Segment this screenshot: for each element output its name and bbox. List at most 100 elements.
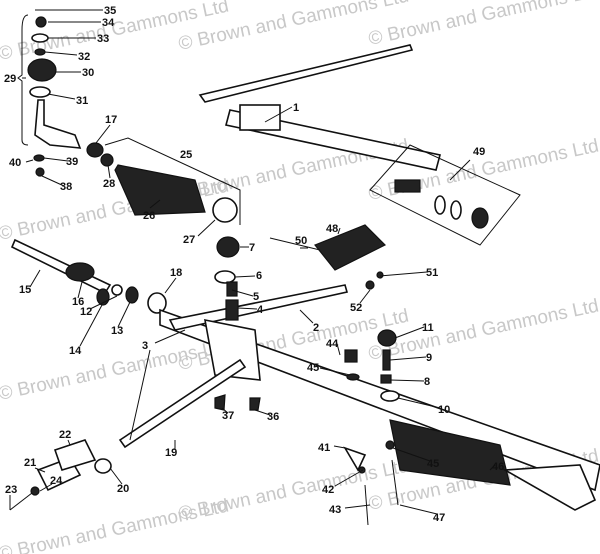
spring-13 xyxy=(125,286,139,304)
callout-38: 38 xyxy=(60,181,72,193)
bolt-23 xyxy=(9,492,33,511)
callout-9: 9 xyxy=(426,352,432,364)
callout-23: 23 xyxy=(5,484,17,496)
callout-10: 10 xyxy=(438,404,450,416)
callout-18: 18 xyxy=(170,267,182,279)
bracket-49 xyxy=(369,144,521,246)
callout-27: 27 xyxy=(183,234,195,246)
callout-44: 44 xyxy=(326,338,339,350)
washer-39 xyxy=(33,154,45,162)
rack-small-housing xyxy=(239,104,281,131)
bolt-50 xyxy=(269,237,321,251)
callout-43: 43 xyxy=(329,504,341,516)
rack-housing xyxy=(204,318,261,381)
washer-32 xyxy=(34,48,46,56)
callout-15: 15 xyxy=(19,284,31,296)
nut-34 xyxy=(35,16,47,28)
callout-21: 21 xyxy=(24,457,36,469)
rack-bar-2 xyxy=(168,284,349,331)
seal-49 xyxy=(434,195,446,215)
callout-2: 2 xyxy=(313,322,319,334)
bolt-37 xyxy=(214,394,226,411)
spring-9 xyxy=(382,349,391,371)
callout-46: 46 xyxy=(492,461,504,473)
washer-45b xyxy=(385,440,395,450)
callout-17: 17 xyxy=(105,114,117,126)
rack-small-shaft xyxy=(198,44,414,103)
callout-26: 26 xyxy=(143,210,155,222)
callout-33: 33 xyxy=(97,33,109,45)
callout-labels: 35 34 33 32 30 31 29 1 17 25 28 39 40 38… xyxy=(4,5,504,524)
callout-36: 36 xyxy=(267,411,279,423)
callout-50: 50 xyxy=(295,235,307,247)
washer-33 xyxy=(31,33,49,43)
cap-11 xyxy=(377,329,397,347)
callout-25: 25 xyxy=(180,149,192,161)
nut-44 xyxy=(344,349,358,363)
callout-40: 40 xyxy=(9,157,21,169)
shim-10 xyxy=(380,390,400,402)
callout-19: 19 xyxy=(165,447,177,459)
pinion-shaft-19 xyxy=(118,358,247,449)
ring-31 xyxy=(29,86,51,98)
callout-47: 47 xyxy=(433,512,445,524)
watermark: © Brown and Gammons Ltd xyxy=(177,456,411,525)
callout-48: 48 xyxy=(326,223,338,235)
callout-41: 41 xyxy=(318,442,330,454)
spider-49 xyxy=(394,179,421,193)
callout-8: 8 xyxy=(424,376,430,388)
washer-45 xyxy=(346,373,360,381)
callout-6: 6 xyxy=(256,270,262,282)
callout-12: 12 xyxy=(80,306,92,318)
seal-49b xyxy=(450,200,462,220)
boot-30 xyxy=(27,58,57,82)
callout-14: 14 xyxy=(69,345,82,357)
callout-24: 24 xyxy=(50,475,63,487)
callout-49: 49 xyxy=(473,146,485,158)
boot-46 xyxy=(389,419,511,486)
callout-28: 28 xyxy=(103,178,115,190)
clip-28 xyxy=(100,153,114,167)
callout-45b: 45 xyxy=(427,458,439,470)
plunger-4 xyxy=(225,299,239,321)
callout-34: 34 xyxy=(102,17,115,29)
bolt-36 xyxy=(249,397,261,411)
callout-3: 3 xyxy=(142,340,148,352)
callout-20: 20 xyxy=(117,483,129,495)
bolt-47 xyxy=(391,459,399,506)
gasket-22 xyxy=(53,439,97,471)
callout-4: 4 xyxy=(257,304,264,316)
ball-12 xyxy=(111,284,123,296)
callout-31: 31 xyxy=(76,95,88,107)
nut-38 xyxy=(35,167,45,177)
tie-rod-end-right xyxy=(502,464,597,511)
nut-51 xyxy=(376,271,384,279)
callout-11: 11 xyxy=(422,322,434,334)
callout-29: 29 xyxy=(4,73,16,85)
bush-18 xyxy=(147,292,167,314)
callout-37: 37 xyxy=(222,410,234,422)
plunger-8 xyxy=(380,374,392,384)
callout-45: 45 xyxy=(307,362,319,374)
callout-35: 35 xyxy=(104,5,116,17)
callout-51: 51 xyxy=(426,267,438,279)
bracket-25 xyxy=(104,137,241,225)
bearing-49 xyxy=(471,207,489,229)
clip-27 xyxy=(212,197,238,223)
bracket-41 xyxy=(343,446,367,472)
callout-52: 52 xyxy=(350,302,362,314)
bush-17 xyxy=(86,142,104,158)
tie-rod-end xyxy=(34,99,82,149)
cap-7 xyxy=(216,236,240,258)
callout-22: 22 xyxy=(59,429,71,441)
callout-16: 16 xyxy=(72,296,84,308)
coupling-48 xyxy=(314,224,387,271)
callout-30: 30 xyxy=(82,67,94,79)
callout-39: 39 xyxy=(66,156,78,168)
washer-52 xyxy=(365,280,375,290)
bracket-29 xyxy=(17,14,29,146)
washer-20 xyxy=(94,458,112,474)
washer-24 xyxy=(30,486,40,496)
